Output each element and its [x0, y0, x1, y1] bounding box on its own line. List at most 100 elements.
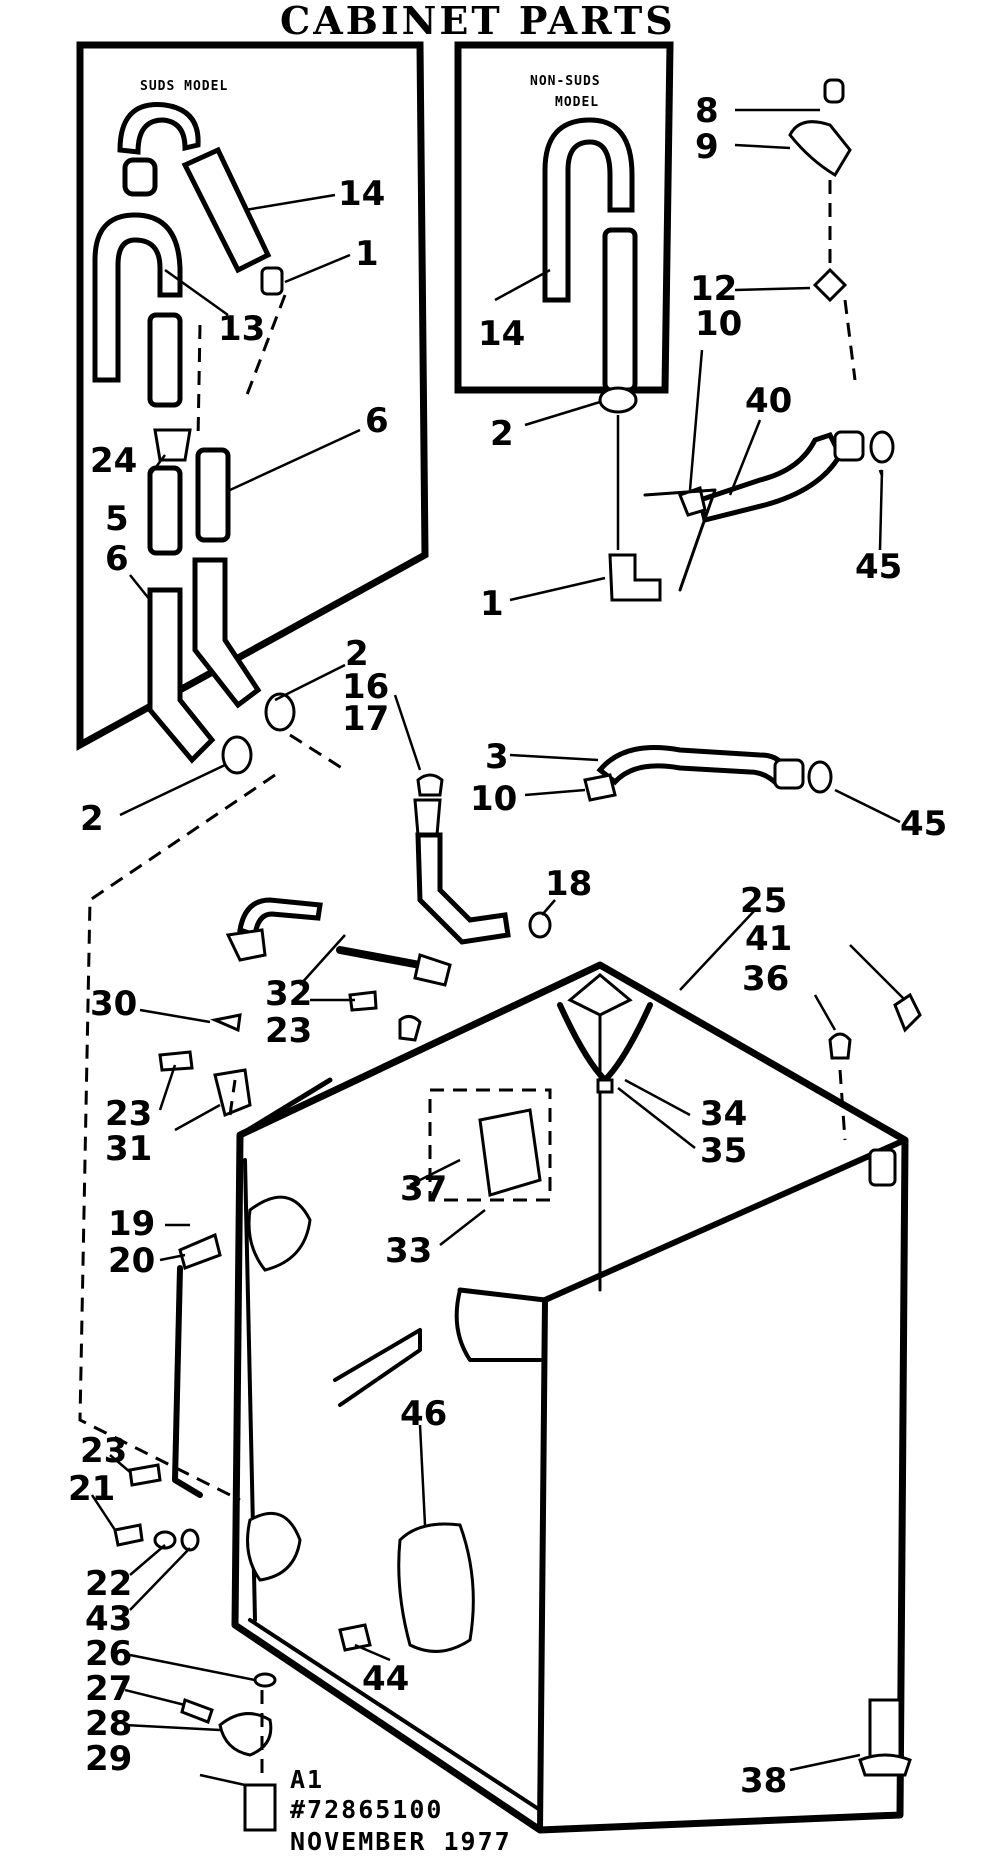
callout-8: 8: [695, 91, 719, 131]
corner-fastener: [868, 1148, 897, 1187]
non-suds-hoses: [542, 117, 662, 602]
leader-44: [354, 1643, 391, 1662]
connector-1-non-suds: [608, 553, 662, 602]
callout-10b: 10: [470, 779, 517, 819]
callout-33: 33: [385, 1231, 432, 1271]
lower-parts: [113, 1463, 912, 1832]
rod-32: [336, 946, 424, 969]
suds-lower-hose-left: [147, 587, 216, 764]
coupling-3: [773, 758, 805, 790]
dash-guide-3: [78, 773, 276, 1502]
leader-41: [849, 944, 906, 1001]
screw-23-lower: [128, 1463, 162, 1487]
leader-35: [617, 1087, 696, 1149]
leader-30: [139, 1008, 211, 1024]
callout-12: 12: [690, 269, 737, 309]
leader-34: [624, 1078, 691, 1117]
timer-mount-lower: [246, 1511, 302, 1582]
callout-numbers: 8 9 12 10 40 45 14 1 13 6 24 5 6 14 2 1 …: [68, 91, 947, 1801]
leader-31: [174, 1103, 221, 1132]
leader-5: [149, 454, 166, 476]
nut-43: [180, 1528, 200, 1552]
suds-panel-frame: [76, 41, 429, 751]
callout-30: 30: [90, 984, 137, 1024]
cabinet-body: [172, 961, 909, 1834]
diagram-title: CABINET PARTS: [280, 0, 676, 43]
leader-13: [164, 268, 229, 317]
hose-14-non-suds: [542, 117, 635, 303]
screw-21: [113, 1523, 144, 1547]
dash-guide-4: [289, 733, 346, 772]
bracket-31: [213, 1068, 252, 1118]
hose-3: [596, 745, 788, 790]
callout-32: 32: [265, 974, 312, 1014]
clip-30: [210, 1013, 242, 1033]
callout-34: 34: [700, 1094, 747, 1134]
callout-40: 40: [745, 381, 792, 421]
clamp-2-non-suds: [598, 386, 638, 414]
callout-46: 46: [400, 1394, 447, 1434]
leader-10b: [524, 788, 586, 797]
dash-guide-5: [228, 1079, 237, 1116]
leader-33: [439, 1209, 486, 1246]
leader-45b: [834, 788, 901, 824]
clamp-18: [528, 911, 552, 939]
dash-12-40: [843, 299, 857, 381]
leader-45a: [878, 469, 884, 551]
switch-33-dashed-outline: [428, 1088, 552, 1202]
leader-18: [541, 899, 556, 916]
callout-23c: 23: [80, 1431, 127, 1471]
callout-28: 28: [85, 1704, 132, 1744]
callout-1b: 1: [480, 584, 504, 624]
suds-model-panel: SUDS MODEL: [76, 41, 429, 751]
callout-9: 9: [695, 127, 719, 167]
callout-19: 19: [108, 1204, 155, 1244]
callout-43: 43: [85, 1599, 132, 1639]
leader-6a: [229, 428, 361, 492]
leader-20: [159, 1253, 186, 1262]
cabinet-top-front-edge: [542, 1137, 908, 1303]
suds-coupling-top: [122, 157, 158, 197]
washer-22: [153, 1530, 177, 1550]
leader-16: [393, 694, 422, 771]
leader-43: [129, 1547, 191, 1611]
non-suds-panel-frame: [454, 41, 674, 394]
cabinet-inner-ledge: [333, 1328, 422, 1407]
washer-45-top: [869, 430, 895, 464]
callout-41: 41: [745, 919, 792, 959]
leader-9: [734, 143, 791, 150]
leader-38: [789, 1753, 861, 1772]
leader-25: [679, 909, 756, 991]
callout-31: 31: [105, 1129, 152, 1169]
hose-40: [697, 431, 843, 524]
valve-32: [413, 953, 452, 987]
callout-45b: 45: [900, 804, 947, 844]
callout-3: 3: [485, 737, 509, 777]
callout-17: 17: [342, 699, 389, 739]
cabinet-inner-edge: [457, 1287, 548, 1303]
leader-lines: [90, 108, 906, 1787]
callout-2a: 2: [490, 414, 514, 454]
leader-10a: [688, 349, 704, 491]
callout-14b: 14: [478, 314, 525, 354]
dashed-guides: [78, 294, 884, 1780]
leader-23b: [158, 1064, 177, 1111]
harness-wire: [172, 1265, 203, 1498]
clip-41: [893, 992, 922, 1033]
screw-23-upper: [348, 990, 378, 1012]
connector-1-suds: [260, 266, 284, 296]
callout-10a: 10: [695, 304, 742, 344]
dash-guide-2: [243, 294, 287, 401]
clamp-2-lower: [221, 735, 253, 775]
fitting-32: [225, 928, 267, 962]
cabinet-bottom-inner: [248, 1618, 542, 1812]
leader-6b: [129, 574, 151, 601]
mid-hoses: [413, 745, 833, 945]
clip-20: [178, 1232, 222, 1270]
clip-44: [338, 1623, 372, 1652]
switch-33: [478, 1108, 542, 1197]
timer-mount-upper: [247, 1195, 312, 1272]
top-bracket: [567, 973, 633, 1017]
suds-lower-hose-right: [192, 557, 262, 709]
leader-14b: [494, 268, 551, 302]
